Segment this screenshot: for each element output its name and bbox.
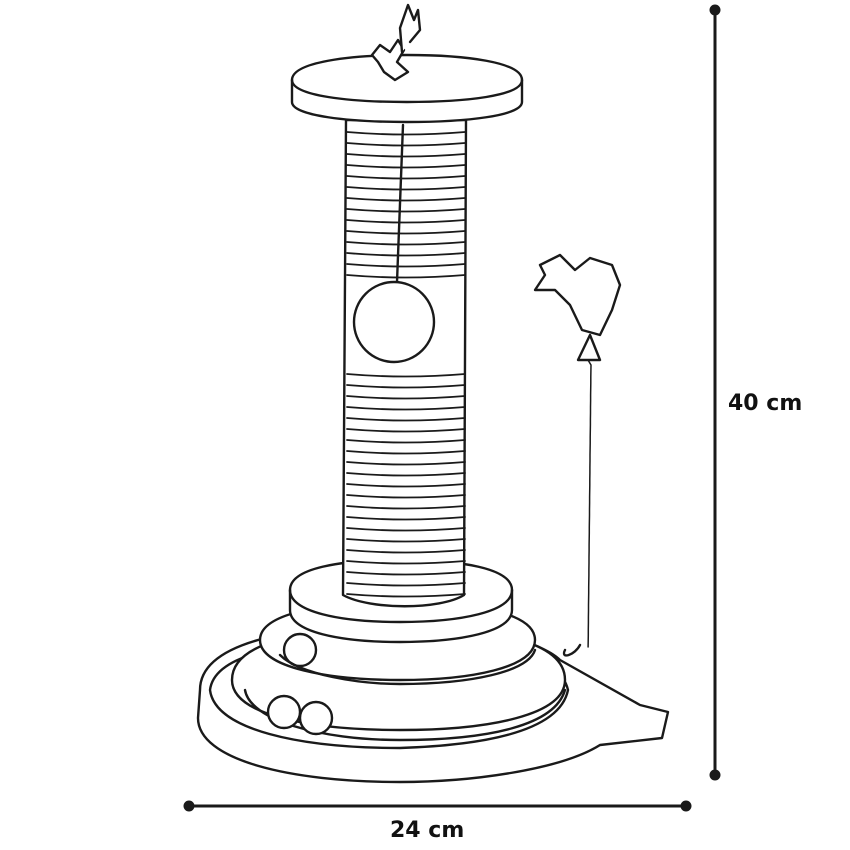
sisal-stripe <box>346 417 466 422</box>
track-ball <box>266 694 302 730</box>
sisal-stripe <box>346 395 466 400</box>
sisal-stripe <box>346 230 466 235</box>
sisal-stripe <box>346 142 466 147</box>
sisal-stripe <box>346 263 466 268</box>
top-platform <box>290 3 524 124</box>
sisal-post <box>341 118 468 608</box>
sisal-stripe <box>346 274 466 279</box>
sisal-stripe <box>346 373 466 378</box>
sisal-stripe <box>346 538 466 543</box>
sisal-stripe <box>346 571 466 576</box>
sisal-stripe <box>346 516 466 521</box>
spring-mouse-toy <box>533 253 622 657</box>
sisal-stripe <box>346 241 466 246</box>
sisal-stripe <box>346 208 466 213</box>
sisal-stripe <box>346 197 466 202</box>
width-label: 24 cm <box>390 818 465 843</box>
hanging-ball-toy <box>352 123 436 364</box>
sisal-stripe <box>346 153 466 158</box>
sisal-stripe <box>346 450 466 455</box>
width-dimension-line <box>183 800 692 812</box>
sisal-stripe <box>346 219 466 224</box>
sisal-stripe <box>346 252 466 257</box>
sisal-stripe <box>346 461 466 466</box>
sisal-stripe <box>346 175 466 180</box>
sisal-stripes <box>346 131 466 598</box>
sisal-stripe <box>346 384 466 389</box>
sisal-stripe <box>346 186 466 191</box>
track-ball <box>282 632 318 668</box>
sisal-stripe <box>346 428 466 433</box>
height-dimension-line <box>709 4 721 781</box>
sisal-stripe <box>346 527 466 532</box>
sisal-stripe <box>346 472 466 477</box>
sisal-stripe <box>346 164 466 169</box>
sisal-stripe <box>346 560 466 565</box>
track-ball <box>298 700 334 736</box>
sisal-stripe <box>346 582 466 587</box>
sisal-stripe <box>346 505 466 510</box>
sisal-stripe <box>346 593 466 598</box>
height-label: 40 cm <box>728 391 803 416</box>
sisal-stripe <box>346 483 466 488</box>
sisal-stripe <box>346 439 466 444</box>
sisal-stripe <box>346 549 466 554</box>
feather-toy <box>370 38 410 82</box>
sisal-stripe <box>346 406 466 411</box>
sisal-stripe <box>346 131 466 136</box>
sisal-stripe <box>346 494 466 499</box>
